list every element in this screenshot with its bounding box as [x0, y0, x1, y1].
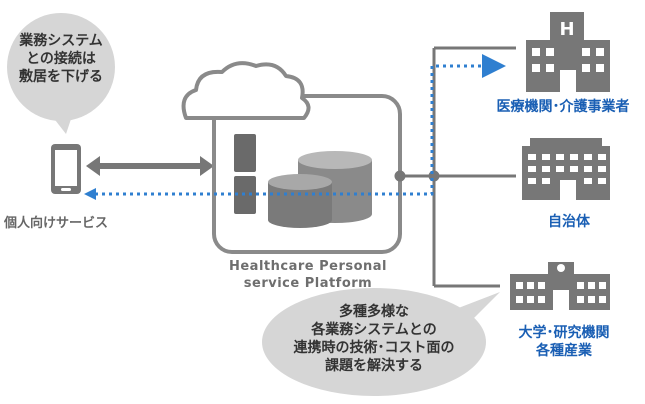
- platform-label-line-1: Healthcare Personal: [228, 259, 388, 274]
- bubble-top-line-1: 業務システム: [19, 33, 103, 49]
- bubble-bottom-line-2: 各業務システムとの: [311, 322, 437, 338]
- bubble-bottom-line-4: 課題を解決する: [325, 358, 423, 374]
- bubble-bottom-text: 多種多様な 各業務システムとの 連携時の技術･コスト面の 課題を解決する: [274, 303, 474, 375]
- medical-care-label: 医療機関･介護事業者: [496, 99, 630, 115]
- bubble-bottom-line-3: 連携時の技術･コスト面の: [293, 340, 455, 356]
- individual-service-label: 個人向けサービス: [4, 216, 109, 231]
- local-government-label: 自治体: [548, 214, 590, 230]
- speech-bubble-top: [7, 13, 115, 134]
- bubble-top-text: 業務システム との接続は 敷居を下げる: [7, 32, 115, 86]
- platform-label: Healthcare Personal service Platform: [218, 258, 398, 292]
- svg-text:H: H: [559, 19, 574, 40]
- data-flow-dotted-line: [84, 54, 506, 200]
- speech-bubble-bottom: [262, 288, 500, 396]
- bidirectional-arrow: [86, 156, 214, 176]
- cloud-icon: [181, 61, 311, 120]
- bubble-top-line-3: 敷居を下げる: [19, 69, 103, 85]
- bubble-bottom-line-1: 多種多様な: [339, 304, 409, 320]
- database-icon: [268, 151, 372, 228]
- smartphone-icon: [51, 144, 81, 194]
- platform-label-line-2: service Platform: [243, 276, 373, 291]
- university-label-line-2: 各種産業: [536, 343, 592, 359]
- hospital-icon: H: [526, 12, 610, 92]
- university-icon: [510, 262, 610, 310]
- university-label-line-1: 大学･研究機関: [518, 325, 610, 341]
- office-building-icon: [522, 138, 610, 200]
- connector-lines: [394, 46, 516, 288]
- university-industry-label: 大学･研究機関 各種産業: [494, 324, 634, 360]
- bubble-top-line-2: との接続は: [26, 51, 96, 67]
